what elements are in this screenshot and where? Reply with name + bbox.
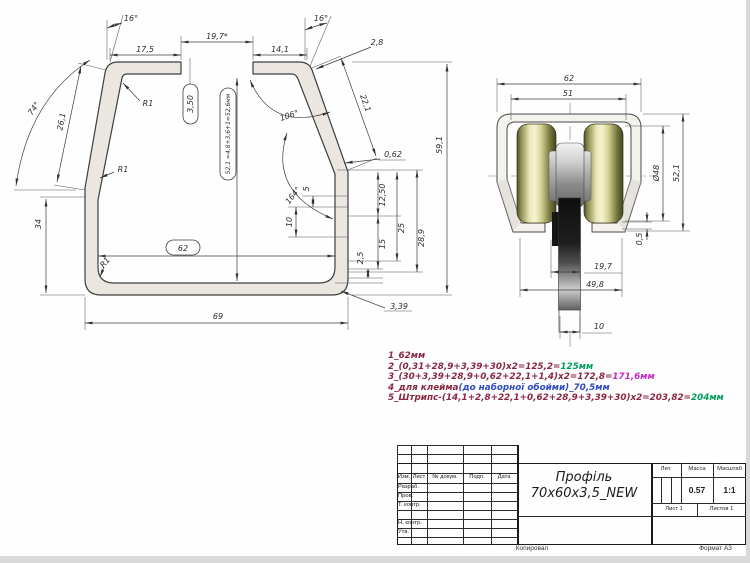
dim-angle-top-right: 16°: [314, 14, 328, 23]
dim-25: 25: [397, 223, 406, 233]
bracket-bar: [558, 197, 581, 311]
dim-thickness-oval: 3,50: [186, 95, 195, 113]
dimension-labels-left: 17,5 19,7* 14,1 16° 16° 2,8 26,1 74° R1 …: [26, 14, 444, 321]
note-segment: 204мм: [691, 393, 724, 404]
footer-format-label: Формат А3: [699, 545, 732, 552]
dim-height-oval: 52,1 =4,8+3,6+1=52,6мм: [225, 93, 232, 174]
dim-step: 0,62: [384, 150, 402, 159]
dim-rv-gap: 0,5: [635, 233, 644, 246]
tb-row-tkontr: Т. контр.: [398, 502, 421, 508]
note-segment: 125мм: [560, 361, 594, 372]
dim-width-total: 69: [213, 312, 223, 321]
dim-inner-width: 62: [178, 244, 188, 253]
tb-mass-label: Масса: [688, 466, 706, 472]
tb-scale-label: Масштаб: [717, 466, 742, 472]
dim-frame-52-1: [219, 87, 237, 181]
tb-row-nkontr: Н. контр.: [398, 520, 422, 526]
dim-28-9: 28,9: [417, 229, 426, 247]
tb-sheet: Лист 1: [665, 506, 683, 512]
note-line: 1_62мм: [388, 351, 724, 362]
dim-slant-right: 22,1: [358, 93, 373, 113]
note-line: 3_(30+3,39+28,9+0,62+22,1+1,4)x2=172,8=1…: [388, 372, 724, 383]
dim-left-wall: 34: [34, 219, 43, 229]
drawing-title: Профіль 70x60x3,5_NEW: [517, 470, 651, 502]
dim-15: 15: [378, 239, 387, 249]
dim-flange-right: 14,1: [271, 45, 289, 54]
profile-shading-left: [497, 179, 521, 231]
hub-cylinder: [555, 142, 585, 208]
title-block-frame: [397, 463, 746, 545]
dim-12-50: 12,50: [378, 184, 387, 207]
roller-assembly-view: 62 51 Ø48 52,1 0,5 19,7 49,8 10: [488, 74, 690, 348]
dim-2-5: 2,5: [356, 252, 365, 265]
note-line: 5_Штрипс-(14,1+2,8+22,1+0,62+28,9+3,39+3…: [388, 393, 724, 404]
dim-seam-10: 10: [285, 217, 294, 227]
tb-col-podp: Подп.: [469, 474, 485, 480]
dim-rv-height: 52,1: [672, 164, 681, 182]
leader-lines-left: [99, 46, 386, 309]
dim-wheel-dia: Ø48: [651, 165, 661, 182]
note-segment: 3_(30+3,39+28,9+0,62+22,1+1,4)x2=172,8=: [388, 372, 613, 383]
tb-col-data: Дата: [497, 474, 511, 480]
note-segment: 5_Штрипс-(14,1+2,8+22,1+0,62+28,9+3,39+3…: [388, 393, 691, 404]
dim-angle-wall: 164°: [284, 185, 303, 206]
profile-shading-right: [617, 179, 641, 231]
dim-gap: 19,7*: [206, 32, 228, 41]
dimension-labels-right: 62 51 Ø48 52,1 0,5 19,7 49,8 10: [563, 74, 681, 331]
page-edge-bottom: [0, 556, 750, 563]
dim-angle-flange: 106°: [279, 108, 300, 123]
note-segment: (до наборної обойми)_70,5мм: [458, 382, 610, 393]
dimension-lines-right: [497, 82, 685, 334]
tb-row-utv: Утв.: [398, 529, 410, 535]
footer-copied-label: Копировал: [515, 545, 549, 552]
dim-frame-3-50: [182, 83, 199, 125]
dim-slant-left: 26,1: [55, 112, 67, 131]
profile-outline: [84, 61, 349, 296]
page-edge-right: [746, 0, 750, 563]
note-segment: 2_(0,31+28,9+3,39+30)x2=125,2=: [388, 361, 561, 372]
title-block: Изм. Лист № докум. Подп. Дата Разраб. Пр…: [397, 444, 747, 546]
dim-fillet-bottom: R1: [98, 255, 112, 269]
tb-scale-value: 1:1: [723, 485, 736, 495]
tb-mass-value: 0.57: [688, 485, 706, 495]
dim-flange-left: 17,5: [136, 45, 154, 54]
dim-rv-inner-width: 51: [563, 89, 573, 98]
tb-sheets: Листов 1: [709, 506, 734, 512]
tb-col-list: Лист: [412, 474, 426, 480]
dim-angle-top-left: 16°: [124, 14, 138, 23]
tb-row-razrab: Разраб.: [398, 484, 419, 490]
dim-span: 49,8: [586, 280, 604, 289]
note-line: 2_(0,31+28,9+3,39+30)x2=125,2=125мм: [388, 362, 724, 373]
profile-section-view: 17,5 19,7* 14,1 16° 16° 2,8 26,1 74° R1 …: [14, 14, 452, 330]
bracket-tab: [552, 212, 560, 246]
dim-thickness-bottom: 3,39: [390, 302, 408, 311]
dim-height-total: 59,1: [435, 136, 444, 154]
note-segment: 4_для клейма: [388, 382, 459, 393]
tb-lit-label: Лит.: [660, 466, 672, 472]
dim-frame-62: [165, 239, 201, 256]
drawing-title-line1: Профіль: [555, 470, 613, 485]
note-line: 4_для клейма(до наборної обойми)_70,5мм: [388, 383, 724, 394]
tb-col-izm: Изм.: [397, 474, 411, 480]
note-segment: 1_62мм: [388, 351, 426, 361]
bracket-tail: [558, 309, 581, 333]
dimension-lines-left: [15, 22, 449, 325]
tb-col-docnum: № докум.: [432, 474, 458, 480]
dim-angle-left: 74°: [26, 100, 42, 117]
dim-seam-5: 5: [302, 186, 311, 191]
note-segment: 171,6мм: [612, 372, 655, 383]
dim-bracket-width: 19,7: [594, 262, 613, 271]
dim-fillet-mid: R1: [118, 165, 129, 174]
dim-fillet-top: R1: [143, 99, 154, 108]
dim-tail-width: 10: [594, 322, 604, 331]
dim-rv-width: 62: [564, 74, 574, 83]
tb-row-prov: Пров.: [398, 493, 414, 499]
drawing-title-line2: 70x60x3,5_NEW: [530, 486, 638, 501]
dim-thickness-right: 2,8: [371, 38, 384, 47]
